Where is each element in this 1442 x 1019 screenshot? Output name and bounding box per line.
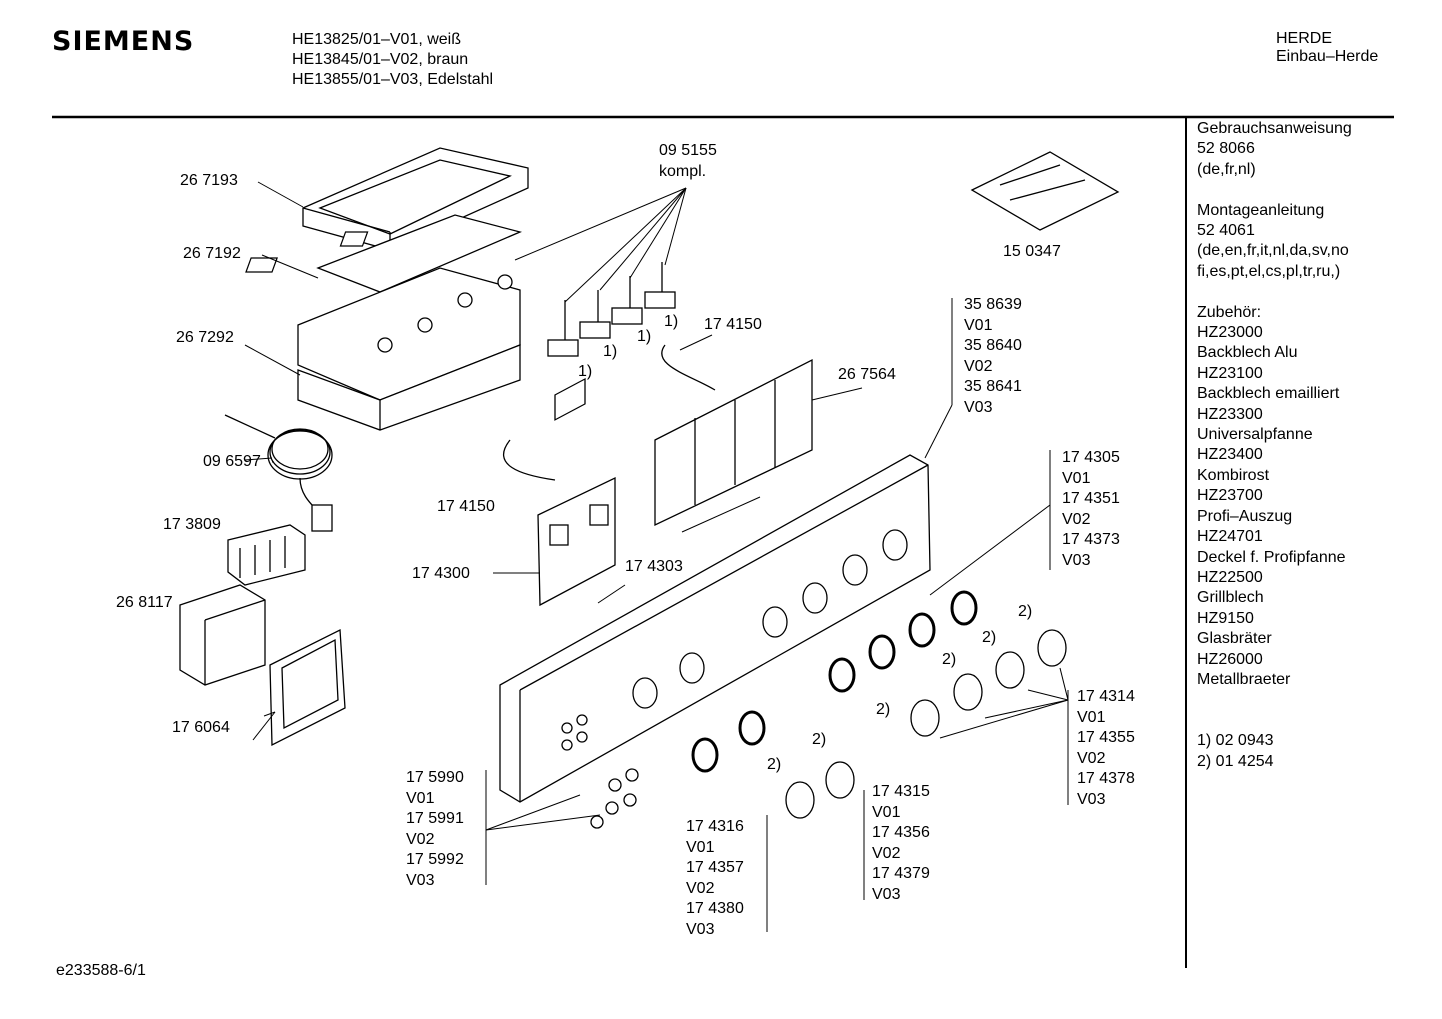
category-line-2: Einbau–Herde: [1276, 48, 1379, 65]
accessory-line: HZ9150: [1197, 609, 1254, 627]
accessory-line: HZ23100: [1197, 364, 1263, 382]
accessory-line: Backblech Alu: [1197, 344, 1298, 362]
label-174316: 17 4316 V01 17 4357 V02 17 4380 V03: [686, 818, 744, 938]
part-174305-rings: [691, 590, 978, 773]
label-173809: 17 3809: [163, 516, 221, 533]
accessory-line: HZ23700: [1197, 487, 1263, 505]
label-174300: 17 4300: [412, 565, 470, 582]
part-267193-frame: [302, 147, 529, 251]
part-268117-bracket: [179, 584, 266, 686]
accessory-line: Kombirost: [1197, 466, 1270, 484]
label-176064: 17 6064: [172, 719, 230, 736]
part-267292-housing: [297, 267, 521, 431]
part-150347-screw-bag: [970, 151, 1120, 231]
accessory-line: HZ23000: [1197, 324, 1263, 342]
note2-marker: 2): [1018, 603, 1033, 620]
brand-logo: SIEMENS: [52, 26, 195, 57]
label-267564: 26 7564: [838, 366, 896, 383]
label-267192: 26 7192: [183, 245, 241, 262]
accessory-line: Backblech emailliert: [1197, 385, 1340, 403]
accessory-line: HZ26000: [1197, 650, 1263, 668]
accessory-line: Glasbräter: [1197, 630, 1272, 648]
sidebar: Gebrauchsanweisung 52 8066 (de,fr,nl) Mo…: [1197, 119, 1437, 772]
label-174303: 17 4303: [625, 558, 683, 575]
part-knobs: [785, 629, 1067, 819]
doc-install-langs: (de,en,fr,it,nl,da,sv,no: [1197, 242, 1349, 260]
footnotes: 1) 02 0943 2) 01 4254: [1197, 731, 1437, 772]
part-174150-cable-b: [502, 439, 556, 481]
accessory-line: HZ23400: [1197, 446, 1263, 464]
label-175990: 17 5990 V01 17 5991 V02 17 5992 V03: [406, 769, 464, 889]
label-174315: 17 4315 V01 17 4356 V02 17 4379 V03: [872, 783, 930, 903]
note2-marker: 2): [767, 756, 782, 773]
doc-install-langs-2: fi,es,pt,el,cs,pl,tr,ru,): [1197, 262, 1341, 280]
label-174314: 17 4314 V01 17 4355 V02 17 4378 V03: [1077, 688, 1135, 808]
doc-manual: Gebrauchsanweisung 52 8066 (de,fr,nl): [1197, 119, 1437, 180]
note2-marker: 2): [982, 629, 997, 646]
model-v02: HE13845/01–V02, braun: [292, 51, 469, 68]
accessory-line: Zubehör:: [1197, 303, 1262, 321]
model-v03: HE13855/01–V03, Edelstahl: [292, 71, 494, 88]
model-v01: HE13825/01–V01, weiß: [292, 31, 461, 48]
category: HERDE Einbau–Herde: [1276, 30, 1378, 66]
doc-install-title: Montageanleitung: [1197, 201, 1325, 219]
accessory-line: HZ24701: [1197, 528, 1263, 546]
label-150347: 15 0347: [1003, 243, 1061, 260]
note1-marker: 1): [637, 328, 652, 345]
label-267292: 26 7292: [176, 329, 234, 346]
accessory-line: HZ23300: [1197, 405, 1263, 423]
label-267193: 26 7193: [180, 172, 238, 189]
doc-manual-number: 52 8066: [1197, 140, 1255, 158]
label-095155: 09 5155 kompl.: [659, 142, 717, 180]
label-174150-b: 17 4150: [437, 498, 495, 515]
doc-install-number: 52 4061: [1197, 222, 1255, 240]
accessory-line: HZ22500: [1197, 568, 1263, 586]
label-096597: 09 6597: [203, 453, 261, 470]
part-176064-frame: [269, 628, 346, 747]
accessory-line: Metallbraeter: [1197, 670, 1291, 688]
note2-marker: 2): [942, 651, 957, 668]
parts-drawing: [179, 147, 1120, 829]
part-267192-plate: [245, 214, 522, 293]
model-list: HE13825/01–V01, weiß HE13845/01–V02, bra…: [292, 30, 493, 90]
part-175990-buttons: [590, 768, 639, 829]
label-174305: 17 4305 V01 17 4351 V02 17 4373 V03: [1062, 449, 1120, 569]
part-096597-coil: [224, 414, 333, 532]
footnote-1: 1) 02 0943: [1197, 732, 1274, 750]
note2-marker: 2): [812, 731, 827, 748]
accessory-line: Grillblech: [1197, 589, 1264, 607]
part-174300-board: [537, 476, 616, 607]
doc-manual-title: Gebrauchsanweisung: [1197, 120, 1352, 137]
label-268117: 26 8117: [116, 594, 173, 611]
part-095155-switches: [547, 262, 676, 357]
note1-marker: 1): [603, 343, 618, 360]
note1-marker: 1): [664, 313, 679, 330]
footnote-2: 2) 01 4254: [1197, 752, 1274, 770]
category-line-1: HERDE: [1276, 30, 1333, 47]
accessory-line: Universalpfanne: [1197, 426, 1313, 444]
doc-manual-langs: (de,fr,nl): [1197, 160, 1256, 178]
label-174150-a: 17 4150: [704, 316, 762, 333]
note2-marker: 2): [876, 701, 891, 718]
label-358639: 35 8639 V01 35 8640 V02 35 8641 V03: [964, 296, 1022, 416]
part-267564-boards: [654, 358, 813, 527]
doc-install: Montageanleitung 52 4061 (de,en,fr,it,nl…: [1197, 201, 1437, 283]
drawing-code: e233588-6/1: [56, 962, 146, 979]
note1-marker: 1): [578, 363, 593, 380]
part-174150-cable-a: [661, 344, 716, 391]
part-173809-switch: [227, 524, 306, 586]
accessory-line: Profi–Auszug: [1197, 507, 1293, 525]
accessory-line: Deckel f. Profipfanne: [1197, 548, 1346, 566]
control-panel: [499, 377, 931, 803]
leader-lines: [244, 181, 1069, 932]
accessories: Zubehör: HZ23000 Backblech Alu HZ23100 B…: [1197, 303, 1437, 691]
